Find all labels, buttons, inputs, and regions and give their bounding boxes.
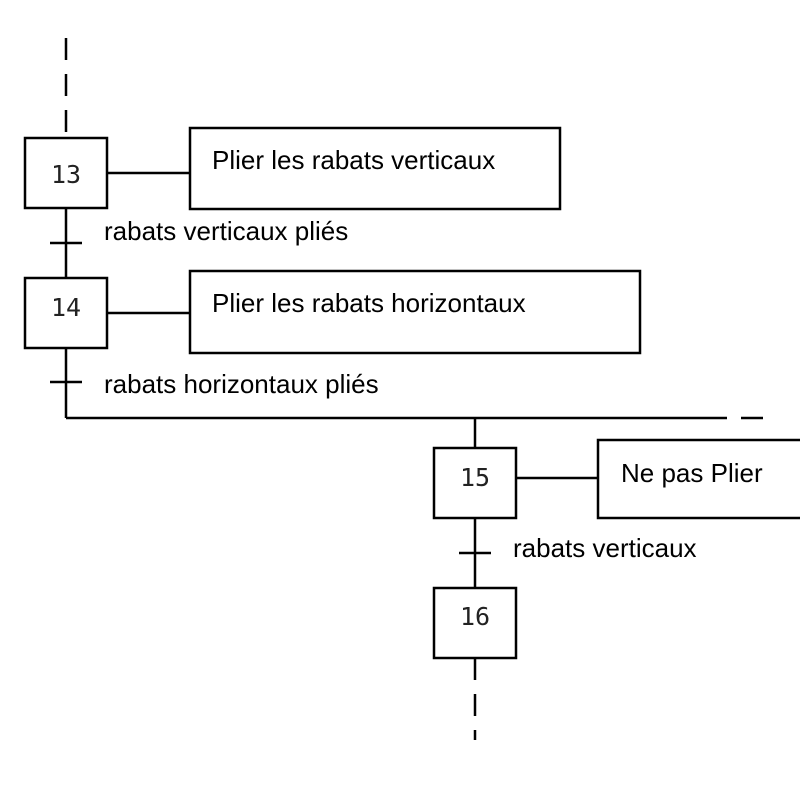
transition-3-label: rabats verticaux [513, 533, 697, 563]
step-14-box [23, 276, 109, 350]
step-13-action-label: Plier les rabats verticaux [212, 145, 495, 175]
step-15-number: 15 [460, 463, 490, 492]
step-15-action-box [596, 438, 800, 520]
step-15-action-label: Ne pas Plier [621, 458, 763, 488]
step-13-action-box [188, 126, 562, 211]
transition-2-label: rabats horizontaux pliés [104, 369, 379, 399]
transition-1-label: rabats verticaux pliés [104, 216, 348, 246]
step-14-number: 14 [51, 293, 81, 322]
step-15-box [432, 446, 518, 520]
step-13-number: 13 [51, 160, 81, 189]
step-16-box [432, 586, 518, 660]
step-14-action-label: Plier les rabats horizontaux [212, 288, 526, 318]
step-14-action-box [188, 269, 642, 355]
step-16-number: 16 [460, 602, 490, 631]
